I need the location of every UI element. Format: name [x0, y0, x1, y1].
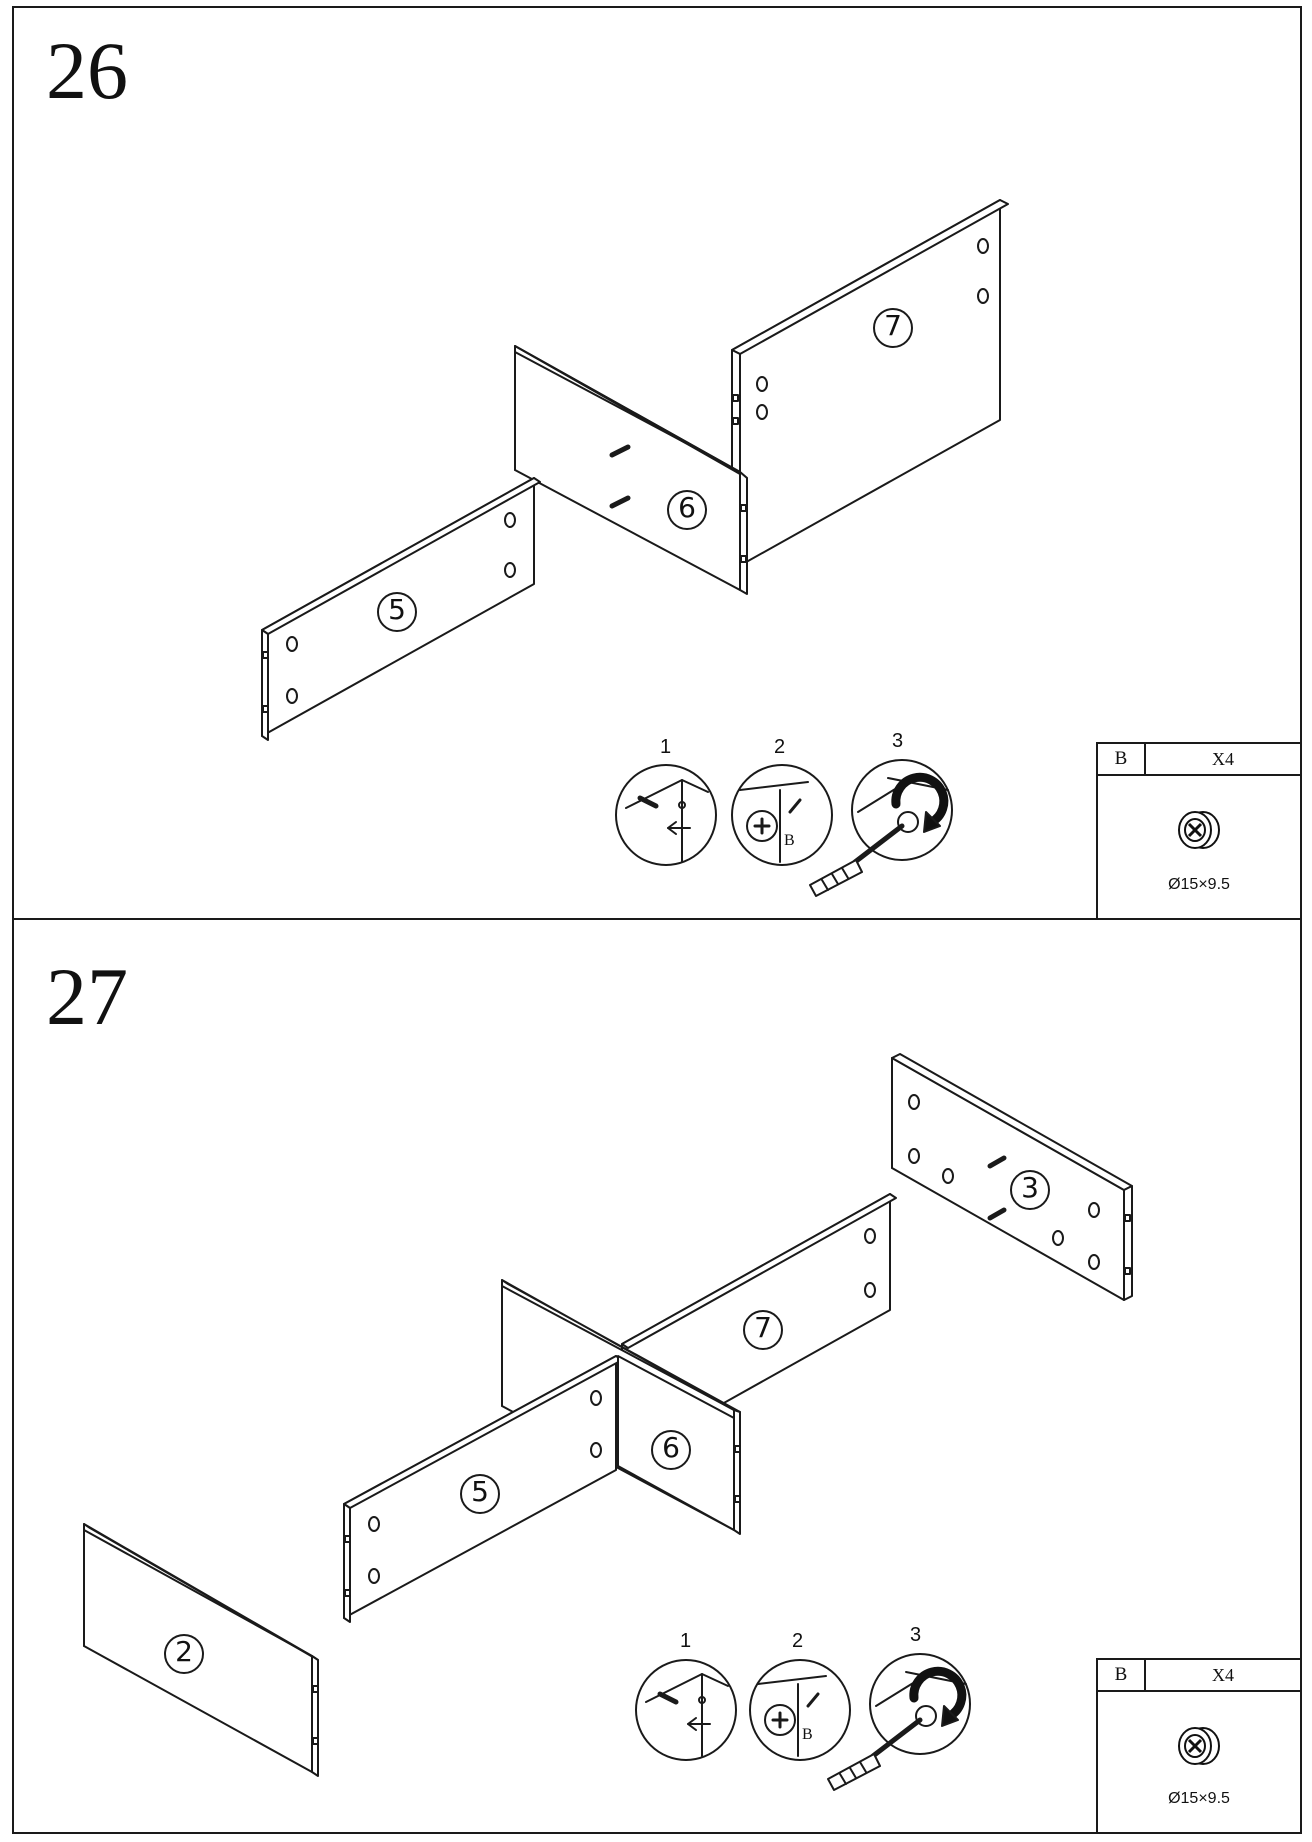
panel-7-step26 — [731, 199, 1009, 575]
dowel-hole — [286, 636, 298, 652]
hardware-quantity: X4 — [1212, 1665, 1234, 1685]
dowel-hole — [504, 562, 516, 578]
panel-5-step26 — [261, 477, 541, 741]
hardware-header: B X4 — [1098, 1660, 1300, 1692]
part-label-circle — [873, 308, 913, 348]
dowel-hole — [1088, 1202, 1100, 1218]
dowel-hole — [864, 1282, 876, 1298]
dowel-hole — [942, 1168, 954, 1184]
substep-3-step27 — [827, 1653, 971, 1791]
dowel-hole — [590, 1390, 602, 1406]
dowel-hole — [977, 288, 989, 304]
substep-2-step26 — [731, 764, 833, 866]
substep-1-step26 — [615, 764, 717, 866]
dowel-hole — [368, 1568, 380, 1584]
dowel-hole — [1052, 1230, 1064, 1246]
panel-3-step27 — [891, 1053, 1133, 1301]
dowel-hole — [756, 376, 768, 392]
hardware-box-step27: B X4 Ø15×9.5 — [1096, 1658, 1302, 1834]
hardware-header: B X4 — [1098, 744, 1300, 776]
hardware-code: B — [1098, 1660, 1146, 1690]
step-divider — [12, 918, 1302, 920]
part-label-circle — [164, 1634, 204, 1674]
cam-lock-icon — [1178, 1727, 1220, 1765]
panel-5-step27 — [343, 1355, 623, 1623]
dowel-hole — [590, 1442, 602, 1458]
dowel-hole — [756, 404, 768, 420]
dowel-hole — [1088, 1254, 1100, 1270]
step-number-27: 27 — [46, 951, 128, 1042]
hardware-box-step26: B X4 Ø15×9.5 — [1096, 742, 1302, 920]
cam-lock-icon — [1178, 811, 1220, 849]
dowel-hole — [977, 238, 989, 254]
part-label-circle — [460, 1474, 500, 1514]
dowel-hole — [286, 688, 298, 704]
part-label-circle — [743, 1310, 783, 1350]
dowel-hole — [908, 1094, 920, 1110]
part-label-circle — [651, 1430, 691, 1470]
part-label-circle — [667, 490, 707, 530]
part-label-circle — [1010, 1170, 1050, 1210]
hardware-size: Ø15×9.5 — [1168, 876, 1230, 893]
hardware-size: Ø15×9.5 — [1168, 1790, 1230, 1807]
page-frame — [12, 6, 1302, 1834]
hardware-code: B — [1098, 744, 1146, 774]
substep-1-step27 — [635, 1659, 737, 1761]
panel-6-step26 — [514, 345, 748, 595]
dowel-hole — [504, 512, 516, 528]
step-number-26: 26 — [46, 25, 128, 116]
hardware-quantity: X4 — [1212, 749, 1234, 769]
panel-2-step27 — [83, 1523, 319, 1777]
dowel-hole — [368, 1516, 380, 1532]
part-label-circle — [377, 592, 417, 632]
substep-2-step27 — [749, 1659, 851, 1761]
dowel-hole — [864, 1228, 876, 1244]
panel-6-front-step27 — [617, 1355, 735, 1531]
substep-3-step26 — [809, 759, 953, 897]
dowel-hole — [908, 1148, 920, 1164]
